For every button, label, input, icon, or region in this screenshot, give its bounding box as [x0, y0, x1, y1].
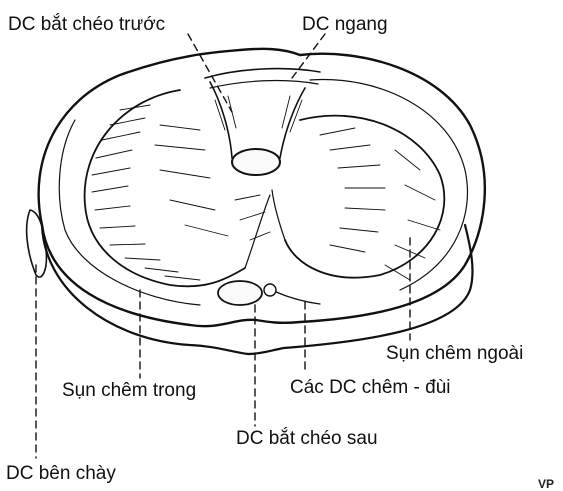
- acl-stump: [232, 149, 280, 175]
- label-transverse-ligament: DC ngang: [302, 14, 388, 36]
- label-meniscofemoral-ligaments: Các DC chêm - đùi: [290, 377, 451, 399]
- label-lateral-meniscus: Sụn chêm ngoài: [386, 343, 523, 365]
- label-acl: DC bắt chéo trước: [8, 14, 165, 36]
- pcl-stump: [218, 281, 262, 305]
- lateral-meniscus-outer: [310, 80, 467, 290]
- medial-meniscus-inner: [85, 90, 245, 286]
- label-tibial-collateral: DC bên chày: [6, 463, 116, 485]
- plateau-outline: [39, 49, 485, 326]
- label-medial-meniscus: Sụn chêm trong: [62, 380, 196, 402]
- label-pcl: DC bắt chéo sau: [236, 428, 378, 450]
- lateral-meniscus-inner: [285, 116, 444, 278]
- corner-mark: VP: [538, 477, 554, 491]
- transverse-ligament: [205, 69, 320, 78]
